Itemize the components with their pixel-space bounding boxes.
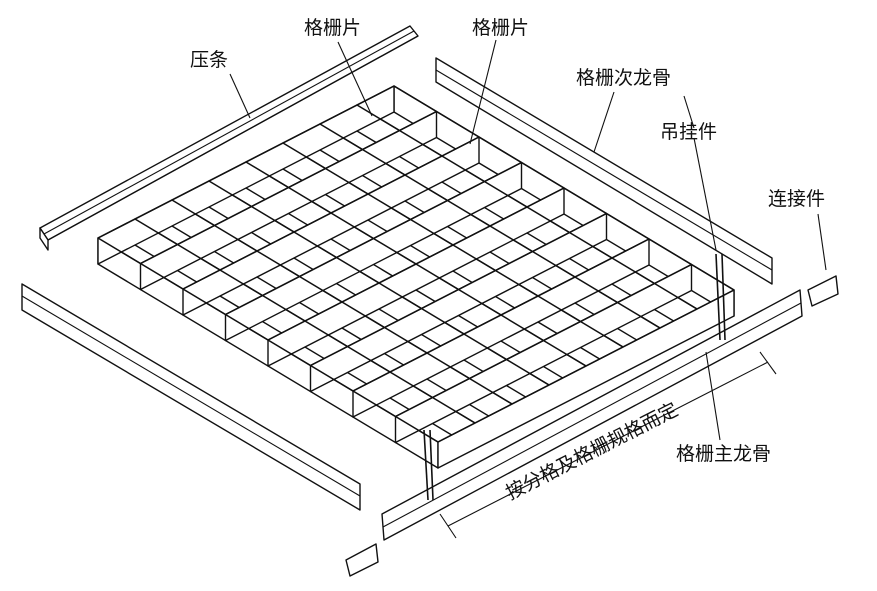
leader-lines <box>229 39 827 441</box>
label-secondary-keel: 格栅次龙骨 <box>576 67 671 89</box>
press-strip <box>39 25 419 251</box>
grille-top-bar <box>267 187 565 341</box>
grille-top-bar <box>395 263 692 418</box>
grille-top-bar <box>225 161 522 316</box>
secondary-keel <box>435 57 773 285</box>
label-connector: 连接件 <box>768 188 825 210</box>
main-keel <box>381 289 803 541</box>
label-press-strip: 压条 <box>190 49 228 71</box>
label-grille-sheet-right: 格栅片 <box>472 17 529 39</box>
grille-top-bar <box>437 289 735 443</box>
label-main-keel: 格栅主龙骨 <box>676 443 771 465</box>
connector-clips <box>345 275 839 577</box>
grille-top-bar <box>140 110 437 265</box>
left-keel-rail <box>21 283 361 511</box>
grille-top-bar <box>310 212 607 367</box>
grille-top-bar <box>182 136 480 290</box>
grille-top-bar <box>97 85 395 239</box>
dimension-line <box>439 351 777 539</box>
label-hanger: 吊挂件 <box>660 121 717 143</box>
grille-top-bar <box>352 238 650 392</box>
grille-grid <box>97 85 735 469</box>
label-grille-sheet-left: 格栅片 <box>304 17 361 39</box>
hanger-rods <box>423 253 726 501</box>
